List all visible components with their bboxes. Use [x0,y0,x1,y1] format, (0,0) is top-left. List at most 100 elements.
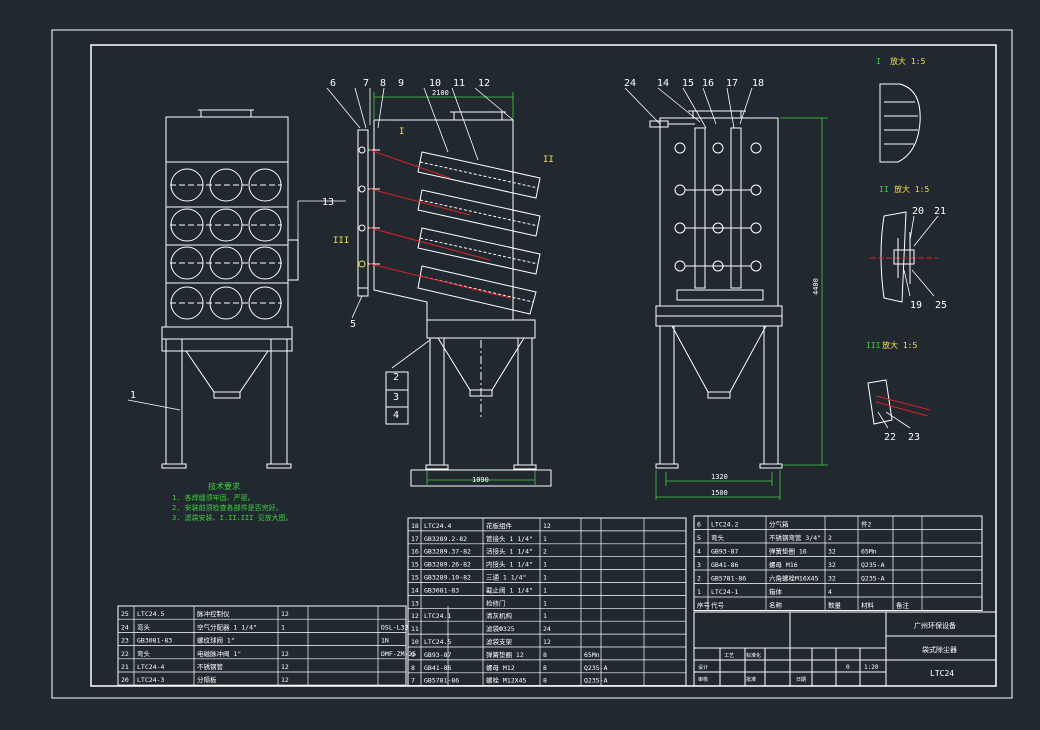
bom-mid-cell: 1 [543,561,547,569]
title-drawing: 袋式除尘器 [922,645,957,654]
bom-left-cell: 12 [281,650,289,658]
title-field-1: 设计 [698,664,708,671]
balloon-19: 19 [910,300,922,311]
bom-left-cell: 21 [121,663,129,671]
front-view-outlet [200,109,252,118]
front-view-leg-left [165,338,183,465]
detail-3 [867,379,931,425]
bom-right-cell: 5 [697,534,701,542]
bom-left-cell: 螺纹球阀 1" [197,636,235,645]
balloon-16: 16 [702,78,714,89]
bom-mid-cell: 16 [411,548,419,556]
title-field-3: 工艺 [724,653,734,659]
side-view [649,110,783,469]
bom-right-cell: Q235-A [861,575,885,583]
bom-mid-cell: 12 [543,638,551,646]
bom-left-cell: 12 [281,676,289,684]
section-view-shell [373,119,514,321]
bom-right-cell: 2 [697,575,701,583]
technical-notes: 技术要求 1. 各焊缝须牢固、严密。 2. 安装前须检查各部件是否完好。 3. … [172,481,293,522]
bom-left-cell: 25 [121,610,129,618]
bom-right-cell: 4 [697,548,701,556]
bom-mid-cell: 10 [411,638,419,646]
section-mark-3: III [333,236,349,246]
detail-2-scale: 放大 1:5 [894,184,929,194]
title-field-4: 标准化 [746,652,761,659]
bom-right-cell: 箱体 [769,587,783,596]
balloon-15: 15 [682,78,694,89]
balloon-25: 25 [935,300,947,311]
side-view-pipe-left [694,127,706,289]
balloon-14: 14 [657,78,669,89]
bom-right-header: 名称 [769,601,783,610]
title-company: 广州环保设备 [914,621,956,630]
bom-mid-cell: 17 [411,535,419,543]
balloon-11: 11 [453,78,465,89]
bom-mid-cell: Q235-A [584,677,608,685]
bom-right-cell: LTC24-1 [711,588,738,596]
section-view-dimensions [373,92,536,485]
bom-left-cell: GB3081-83 [137,637,172,645]
bom-left-cell: 不锈钢管 [197,662,224,671]
bom-mid-cell: 螺栓 M12X45 [486,676,526,685]
bom-mid-cell: 管接头 1 1/4" [486,534,533,543]
bom-mid-cell: GB3289.37-82 [424,548,471,556]
bom-mid-cell: 14 [411,586,419,594]
bom-right-cell: GB41-86 [711,561,738,569]
balloon-labels: 6 7 8 9 10 11 12 13 5 2 3 4 1 24 14 15 1… [130,78,947,443]
bom-mid-cell: LTC24.4 [424,522,451,530]
front-view-inspection-box [287,239,299,281]
balloon-23: 23 [908,432,920,443]
bom-left-cell: 分隔板 [197,675,217,684]
bom-right-cell: 弹簧垫圈 16 [769,547,807,556]
bom-mid-cell: 12 [543,522,551,530]
balloon-2: 2 [393,372,399,383]
notes-line-3: 3. 滤袋安装、I.II.III 见放大图。 [172,513,293,522]
section-view [357,111,541,470]
balloon-stack-box [385,371,409,425]
bom-right-header: 序号 [697,601,711,610]
front-view-hopper [185,350,269,393]
dim-front-top: 2100 [432,89,449,97]
bom-mid-cell: 7 [411,677,415,685]
bom-left-cell: 24 [121,623,129,631]
bom-right-cell: 3 [697,561,701,569]
bom-mid-cell: 2 [543,548,547,556]
bom-mid-cell: 15 [411,561,419,569]
bom-left-cell: 12 [281,663,289,671]
bom-mid-cell: 滤袋支架 [486,637,513,646]
bom-left-cell: 22 [121,650,129,658]
side-view-valves [674,142,762,272]
bom-mid-cell: 24 [543,625,551,633]
balloon-24: 24 [624,78,636,89]
bom-mid-cell: LTC24.5 [424,638,451,646]
balloon-10: 10 [429,78,441,89]
balloon-8: 8 [380,78,386,89]
notes-title: 技术要求 [208,481,240,491]
bom-mid-cell: 1 [543,612,547,620]
bom-mid-cell: 65Mn [584,651,600,659]
bom-left-cell: DMF-ZM-25 [381,650,416,658]
bom-mid-cell: 1 [543,586,547,594]
front-view-hood [165,116,289,163]
bom-mid-cell: 1 [543,599,547,607]
bom-left-cell: 空气分配器 1 1/4" [197,622,257,631]
front-view-leg-right [270,338,288,465]
bom-mid-cell: GB3289.26-82 [424,561,471,569]
balloon-21: 21 [934,206,946,217]
bom-right-cell: 32 [828,575,836,583]
bom-mid-cell: 8 [543,677,547,685]
balloon-18: 18 [752,78,764,89]
bom-mid-cell: 1 [543,535,547,543]
title-field-5: 日期 [796,677,806,683]
bom-left-cell: LTC24-4 [137,663,164,671]
leader-lines [127,87,939,429]
bom-mid-cell: 9 [411,651,415,659]
title-field-6: 批准 [746,676,756,683]
bom-left-cell: LTC24.5 [137,610,164,618]
bom-right-cell: 件2 [861,520,872,529]
bom-left-cell: 电磁脉冲阀 1" [197,649,241,658]
